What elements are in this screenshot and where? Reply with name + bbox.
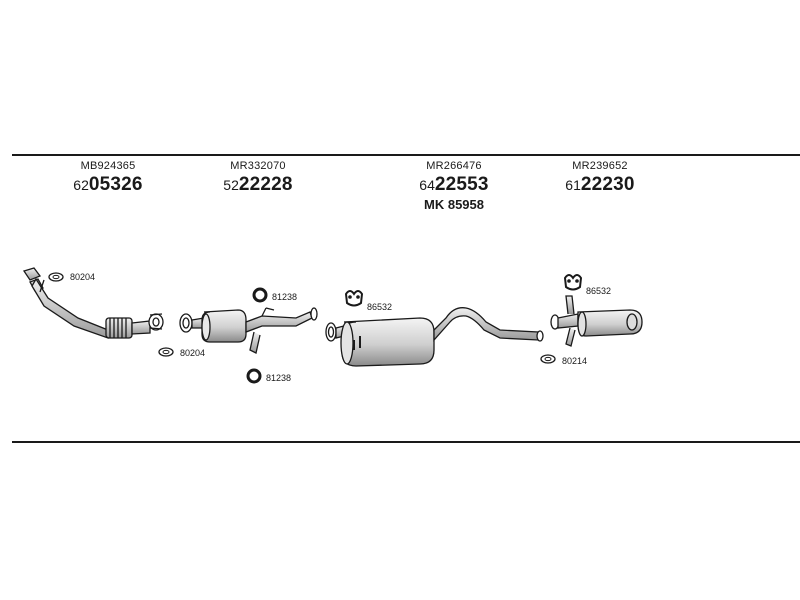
reference-number: 6122230	[565, 174, 635, 195]
callout-label: 80214	[562, 356, 587, 366]
front-pipe-icon[interactable]	[22, 267, 164, 339]
oem-number: MR239652	[572, 160, 628, 172]
rear-muffler-icon[interactable]	[550, 295, 643, 347]
callout-label: 86532	[367, 302, 392, 312]
o-ring-icon[interactable]: 81238	[246, 368, 291, 384]
rubber-hanger-icon[interactable]: 86532	[563, 274, 611, 296]
center-muffler-icon[interactable]	[325, 307, 544, 367]
oem-number: MR332070	[230, 160, 286, 172]
reference-number: 6422553	[419, 174, 489, 195]
callout-label: 81238	[272, 292, 297, 302]
callout-label: 80204	[180, 348, 205, 358]
part-header-rear-muffler[interactable]: MR239652 6122230	[565, 160, 634, 196]
reference-number: 5222228	[223, 174, 293, 195]
bottom-divider	[12, 441, 800, 443]
reference-number: 6205326	[73, 174, 143, 195]
catalytic-section-icon[interactable]	[179, 307, 318, 354]
part-header-center-muffler[interactable]: MR266476 6422553 MK 85958	[419, 160, 488, 213]
top-divider	[12, 154, 800, 156]
mk-number: MK 85958	[424, 197, 484, 212]
oem-number: MB924365	[80, 160, 136, 172]
oem-number: MR266476	[426, 160, 482, 172]
gasket-icon[interactable]: 80204	[48, 272, 95, 282]
callout-label: 81238	[266, 373, 291, 383]
gasket-icon[interactable]: 80204	[158, 347, 205, 358]
callout-label: 86532	[586, 286, 611, 296]
o-ring-icon[interactable]: 81238	[252, 287, 297, 303]
rubber-hanger-icon[interactable]: 86532	[344, 290, 392, 312]
callout-label: 80204	[70, 272, 95, 282]
part-header-front-pipe[interactable]: MB924365 6205326	[73, 160, 142, 196]
part-header-intermediate-pipe[interactable]: MR332070 5222228	[223, 160, 292, 196]
gasket-icon[interactable]: 80214	[540, 354, 587, 366]
